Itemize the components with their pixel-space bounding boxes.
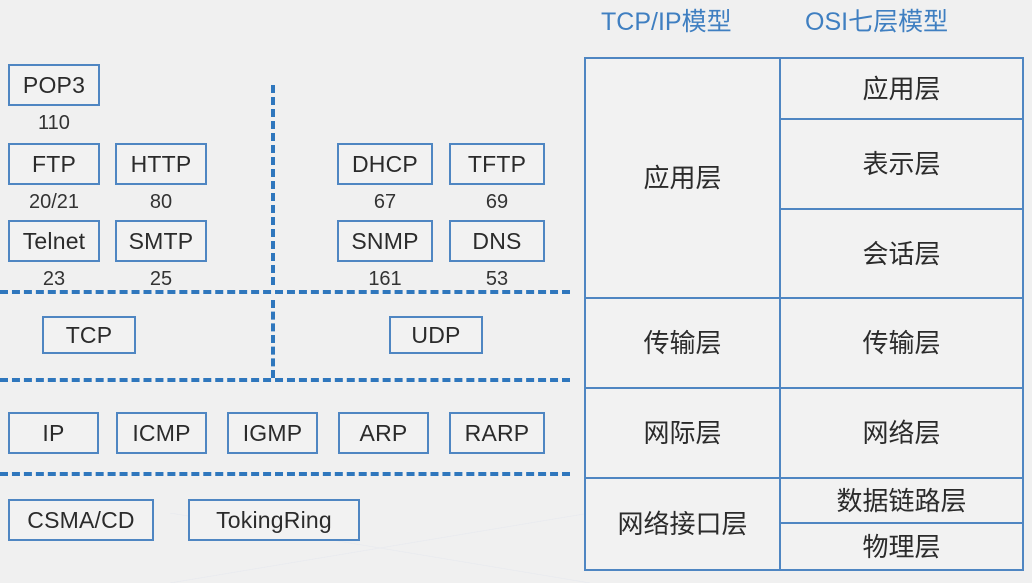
osi-layer-data-link: 数据链路层 bbox=[781, 479, 1022, 524]
protocol-box-ftp[interactable]: FTP bbox=[8, 143, 100, 185]
protocol-box-telnet[interactable]: Telnet bbox=[8, 220, 100, 262]
port-label-smtp: 25 bbox=[149, 268, 173, 290]
osi-layer-application: 应用层 bbox=[781, 59, 1022, 120]
protocol-box-tokingring[interactable]: TokingRing bbox=[188, 499, 360, 541]
port-label-http: 80 bbox=[149, 191, 173, 213]
layer-separator-transport-internet bbox=[0, 378, 570, 382]
port-label-pop3: 110 bbox=[38, 112, 70, 134]
port-label-telnet: 23 bbox=[42, 268, 66, 290]
layer-separator-application-transport bbox=[0, 290, 570, 294]
vertical-divider-upper bbox=[271, 85, 275, 285]
protocol-box-rarp[interactable]: RARP bbox=[449, 412, 545, 454]
protocol-box-csma-cd[interactable]: CSMA/CD bbox=[8, 499, 154, 541]
osi-layer-session: 会话层 bbox=[781, 210, 1022, 299]
vertical-divider-lower bbox=[271, 300, 275, 378]
port-label-dhcp: 67 bbox=[373, 191, 397, 213]
osi-layer-transport: 传输层 bbox=[781, 299, 1022, 389]
protocol-box-igmp[interactable]: IGMP bbox=[227, 412, 318, 454]
protocol-box-dns[interactable]: DNS bbox=[449, 220, 545, 262]
osi-model-title: OSI七层模型 bbox=[805, 8, 949, 36]
protocol-box-tftp[interactable]: TFTP bbox=[449, 143, 545, 185]
protocol-box-pop3[interactable]: POP3 bbox=[8, 64, 100, 106]
port-label-tftp: 69 bbox=[485, 191, 509, 213]
port-label-ftp: 20/21 bbox=[28, 191, 80, 213]
protocol-box-http[interactable]: HTTP bbox=[115, 143, 207, 185]
osi-layer-presentation: 表示层 bbox=[781, 120, 1022, 210]
protocol-box-snmp[interactable]: SNMP bbox=[337, 220, 433, 262]
tcpip-layer-internet: 网际层 bbox=[586, 389, 781, 479]
protocol-box-smtp[interactable]: SMTP bbox=[115, 220, 207, 262]
port-label-snmp: 161 bbox=[368, 268, 402, 290]
osi-layer-network: 网络层 bbox=[781, 389, 1022, 479]
protocol-box-ip[interactable]: IP bbox=[8, 412, 99, 454]
protocol-box-tcp[interactable]: TCP bbox=[42, 316, 136, 354]
tcpip-layer-transport: 传输层 bbox=[586, 299, 781, 389]
protocol-box-arp[interactable]: ARP bbox=[338, 412, 429, 454]
port-label-dns: 53 bbox=[485, 268, 509, 290]
tcpip-layer-network-interface: 网络接口层 bbox=[586, 479, 781, 569]
tcpip-model-title: TCP/IP模型 bbox=[601, 8, 732, 36]
protocol-box-icmp[interactable]: ICMP bbox=[116, 412, 207, 454]
protocol-box-dhcp[interactable]: DHCP bbox=[337, 143, 433, 185]
protocol-box-udp[interactable]: UDP bbox=[389, 316, 483, 354]
osi-layer-physical: 物理层 bbox=[862, 531, 941, 562]
layer-separator-internet-link bbox=[0, 472, 570, 476]
model-comparison-table: 应用层 传输层 网际层 网络接口层 应用层 表示层 会话层 传输层 网络层 数据… bbox=[584, 57, 1024, 571]
tcpip-layer-application: 应用层 bbox=[586, 59, 781, 299]
